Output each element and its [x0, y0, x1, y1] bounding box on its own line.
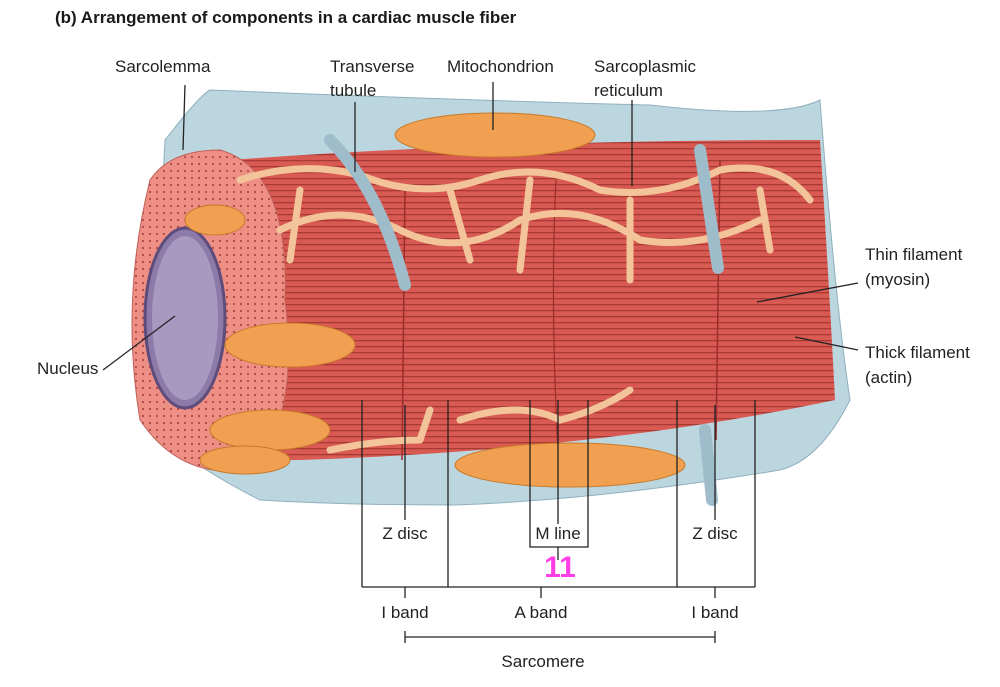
label-m-line: M line — [535, 524, 581, 543]
leader-lines — [102, 82, 859, 371]
figure-title: (b) Arrangement of components in a cardi… — [55, 8, 517, 27]
label-i-band-right: I band — [691, 603, 739, 622]
marker-number: 11 — [544, 551, 576, 584]
label-sarcolemma: Sarcolemma — [115, 57, 211, 76]
label-thin-filament-1: Thin filament — [865, 245, 963, 264]
transverse-tubules — [324, 134, 724, 506]
label-a-band: A band — [514, 603, 568, 622]
label-mitochondrion: Mitochondrion — [447, 57, 554, 76]
label-thin-filament-2: (myosin) — [865, 270, 931, 289]
label-transverse-tubule-2: tubule — [330, 81, 377, 100]
label-sarcoplasmic-reticulum-1: Sarcoplasmic — [594, 57, 697, 76]
label-z-disc-right: Z disc — [692, 524, 738, 543]
label-sarcomere: Sarcomere — [501, 652, 585, 671]
label-sarcoplasmic-reticulum-2: reticulum — [594, 81, 663, 100]
label-transverse-tubule-1: Transverse — [330, 57, 415, 76]
label-z-disc-left: Z disc — [382, 524, 428, 543]
label-nucleus: Nucleus — [37, 359, 99, 378]
sarcoplasmic-reticulum — [236, 164, 814, 454]
mitochondria — [184, 112, 686, 488]
z-disc-line — [715, 159, 721, 441]
label-i-band-left: I band — [381, 603, 429, 622]
label-thick-filament-1: Thick filament — [865, 343, 970, 362]
label-thick-filament-2: (actin) — [865, 368, 913, 387]
band-brackets — [361, 400, 756, 643]
